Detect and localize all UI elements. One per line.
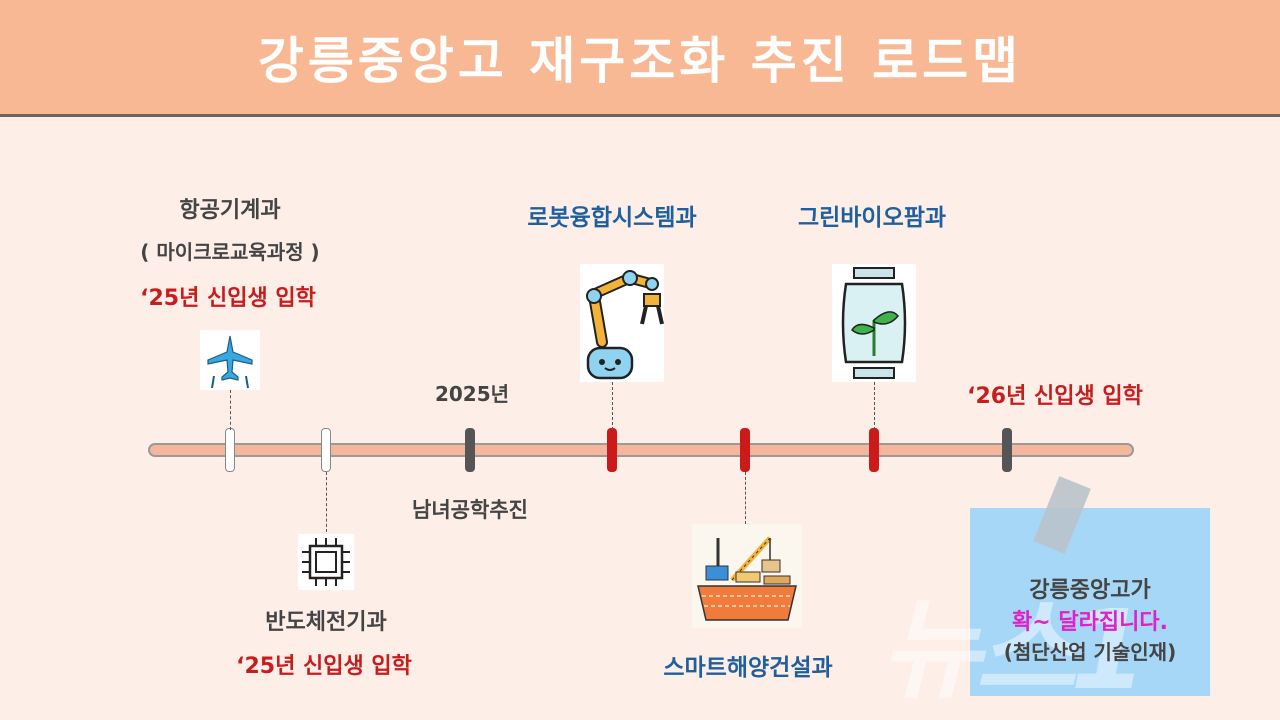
robot-arm-icon <box>580 264 664 382</box>
note-line-1: 강릉중앙고가 <box>1029 578 1151 603</box>
aero-note-label: ( 마이크로교육과정 ) <box>140 240 320 264</box>
milestone-2026 <box>1002 428 1012 472</box>
watermark-logo: 뉴스1 <box>880 586 1147 714</box>
airplane-icon <box>200 330 260 390</box>
semi-dept-label: 반도체전기과 <box>265 610 387 635</box>
timeline-bar <box>148 443 1134 457</box>
ocean-dept-label: 스마트해양건설과 <box>663 655 833 681</box>
plant-jar-icon <box>832 264 916 382</box>
year-2025-label: 2025년 <box>434 382 510 406</box>
milestone-aero <box>225 428 235 472</box>
ship-crane-icon <box>692 524 802 628</box>
milestone-2025 <box>465 428 475 472</box>
connector-ocean <box>745 472 746 524</box>
sticky-note <box>970 508 1210 696</box>
aero-dept-label: 항공기계과 <box>179 198 281 223</box>
connector-aero <box>230 390 231 430</box>
page-title: 강릉중앙고 재구조화 추진 로드맵 <box>257 32 1023 90</box>
milestone-robot <box>607 428 617 472</box>
robot-dept-label: 로봇융합시스템과 <box>527 205 697 231</box>
semi-admission-label: ‘25년 신입생 입학 <box>236 654 412 679</box>
milestone-ocean <box>740 428 750 472</box>
note-line-2: 확~ 달라집니다. <box>1012 610 1168 635</box>
milestone-green <box>869 428 879 472</box>
milestone-semiconductor <box>321 428 331 472</box>
note-line-3: (첨단산업 기술인재) <box>1003 640 1177 664</box>
coed-label: 남녀공학추진 <box>412 498 528 522</box>
chip-icon <box>298 534 354 590</box>
admission-2026-label: ‘26년 신입생 입학 <box>967 384 1143 409</box>
connector-robot <box>612 382 613 430</box>
title-banner: 강릉중앙고 재구조화 추진 로드맵 <box>0 0 1280 117</box>
connector-semiconductor <box>326 472 327 532</box>
connector-green <box>874 382 875 430</box>
green-dept-label: 그린바이오팜과 <box>797 205 947 231</box>
aero-admission-label: ‘25년 신입생 입학 <box>140 286 316 311</box>
